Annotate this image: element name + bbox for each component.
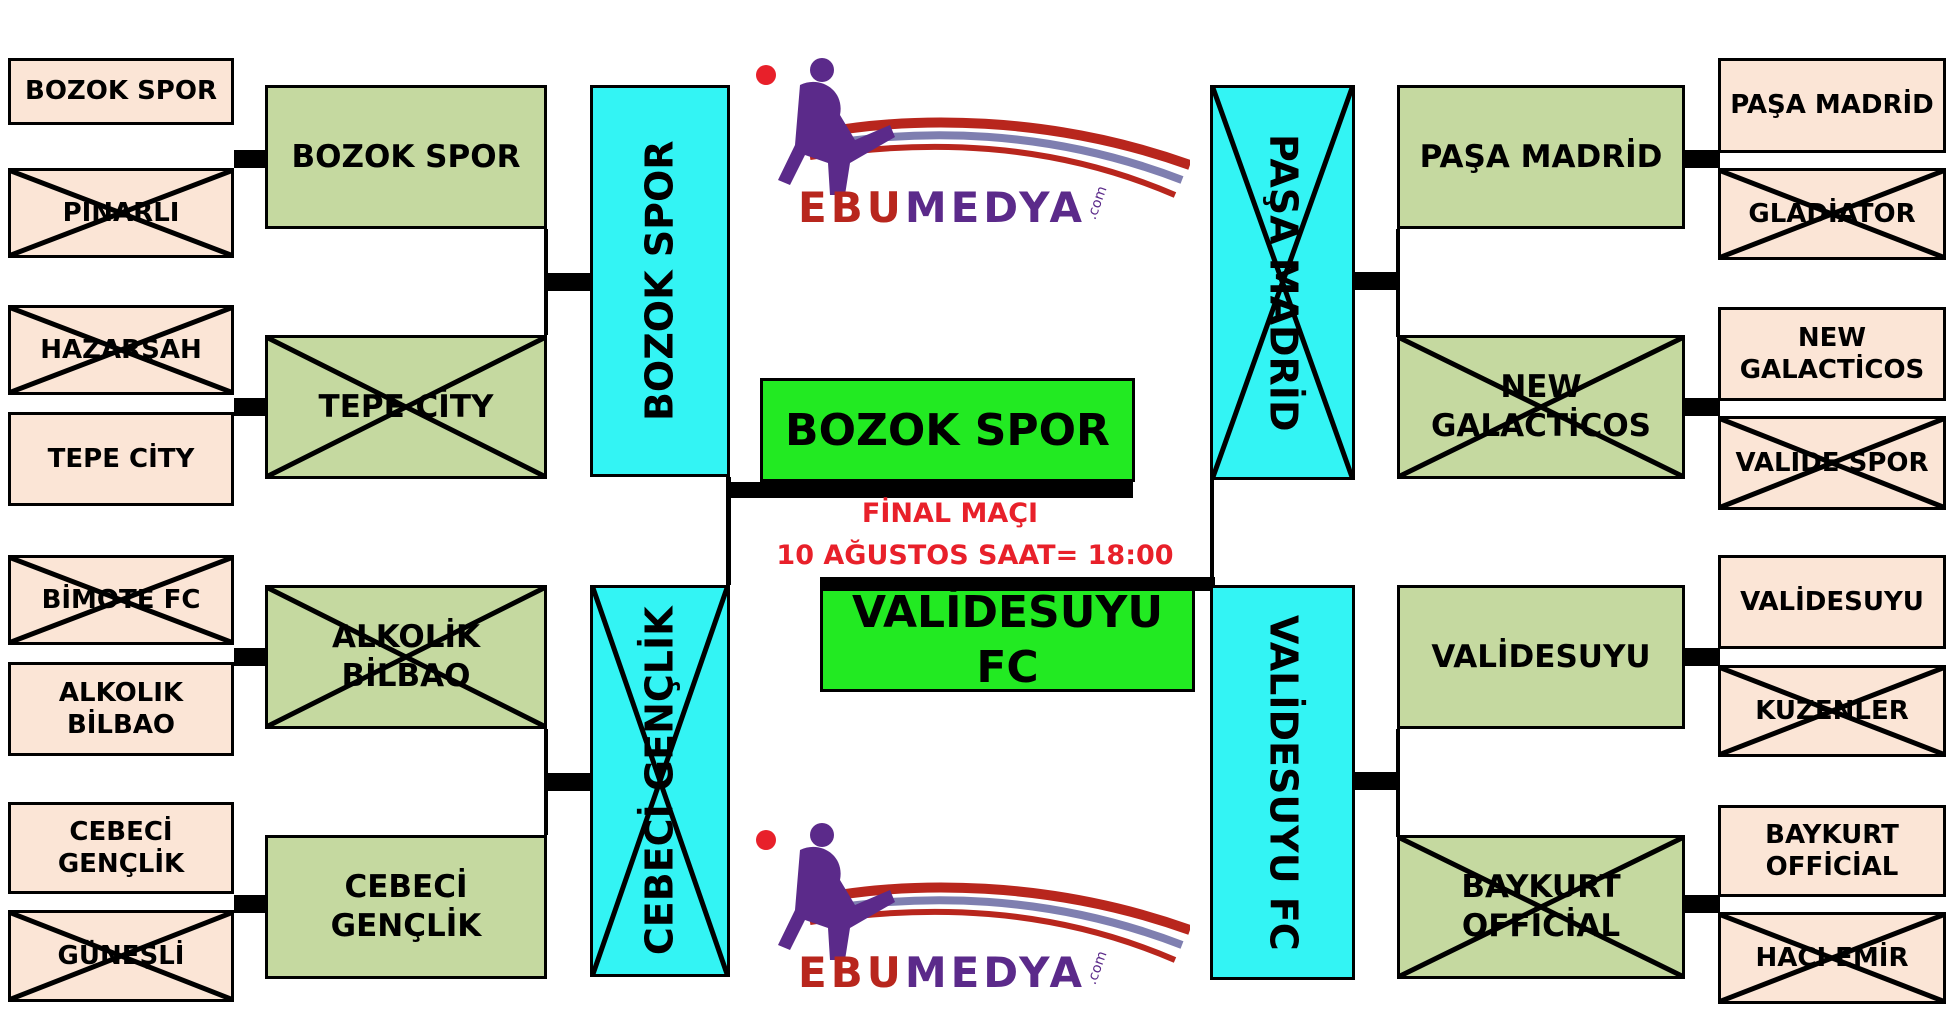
team-box-left-r2-3: ALKOLİK BİLBAO <box>265 585 547 729</box>
connector-line <box>234 398 266 416</box>
team-label: VALİDESUYU FC <box>851 588 1164 692</box>
team-box-right-r2-2: NEW GALACTİCOS <box>1397 335 1685 479</box>
team-label: CEBECİ GENÇLİK <box>330 869 482 944</box>
team-box-left-r1-3: HAZARŞAH <box>8 305 234 395</box>
team-label: PAŞA MADRİD <box>1261 133 1306 432</box>
team-box-right-r2-3: VALİDESUYU <box>1397 585 1685 729</box>
team-label: HAZARŞAH <box>40 334 202 365</box>
team-label: CEBECİ GENÇLİK <box>57 816 185 880</box>
final-schedule: 10 AĞUSTOS SAAT= 18:00 <box>776 540 1174 571</box>
team-box-left-r1-2: PINARLI <box>8 168 234 258</box>
team-label: KUZENLER <box>1755 695 1909 726</box>
team-box-left-r1-1: BOZOK SPOR <box>8 58 234 125</box>
connector-line <box>1396 729 1400 837</box>
team-box-right-r1-5: VALİDESUYU <box>1718 555 1946 649</box>
team-box-right-r1-1: PAŞA MADRİD <box>1718 58 1946 153</box>
connector-line <box>1210 480 1214 585</box>
connector-line <box>728 482 1133 498</box>
connector-line <box>234 895 266 913</box>
team-box-right-r1-2: GLADİATOR <box>1718 168 1946 260</box>
player-kick-icon <box>756 58 1192 198</box>
team-label: TEPE CİTY <box>318 388 494 425</box>
logo-part-1: EBU <box>798 948 905 997</box>
connector-line <box>1685 398 1720 416</box>
team-label: VALİDESUYU <box>1740 586 1924 617</box>
team-box-right-r1-4: VALİDE SPOR <box>1718 416 1946 510</box>
team-box-left-r2-1: BOZOK SPOR <box>265 85 547 229</box>
team-label: ALKOLİK BİLBAO <box>331 619 481 694</box>
connector-line <box>1355 272 1400 290</box>
connector-line <box>234 648 266 666</box>
ebumedya-logo-top: EBUMEDYA .com <box>750 45 1192 245</box>
connector-line <box>234 150 266 168</box>
team-label: GÜNEŞLİ <box>57 940 185 971</box>
team-label: BOZOK SPOR <box>637 140 682 422</box>
team-label: BİMOTE FC <box>41 584 201 615</box>
connector-line <box>1355 772 1400 790</box>
final-team-1: BOZOK SPOR <box>760 378 1135 482</box>
connector-line <box>820 577 1215 591</box>
team-label: NEW GALACTİCOS <box>1430 369 1652 444</box>
team-box-left-r2-2: TEPE CİTY <box>265 335 547 479</box>
team-label: PAŞA MADRİD <box>1419 138 1663 175</box>
team-box-right-r1-3: NEW GALACTİCOS <box>1718 307 1946 401</box>
connector-line <box>1685 150 1720 168</box>
ebumedya-logo-bottom: EBUMEDYA .com <box>750 810 1192 1010</box>
team-box-left-r1-5: BİMOTE FC <box>8 555 234 645</box>
team-label: BAYKURT OFFİCİAL <box>1765 819 1899 883</box>
connector-line <box>547 773 592 791</box>
team-label: HACI EMİR <box>1755 942 1909 973</box>
team-box-right-r3-1: PAŞA MADRİD <box>1210 85 1355 480</box>
team-label: VALİDE SPOR <box>1735 447 1929 478</box>
final-title: FİNAL MAÇI <box>861 498 1039 529</box>
connector-line <box>544 229 548 335</box>
team-label: VALİDESUYU FC <box>1261 614 1306 951</box>
player-kick-icon <box>756 823 1192 963</box>
team-label: ALKOLIK BİLBAO <box>58 677 184 741</box>
connector-line <box>1685 648 1720 666</box>
team-label: PINARLI <box>62 197 180 228</box>
logo-part-2: MEDYA <box>904 948 1087 997</box>
team-label: BOZOK SPOR <box>25 76 217 107</box>
team-label: PAŞA MADRİD <box>1730 90 1934 121</box>
team-box-left-r3-1: BOZOK SPOR <box>590 85 730 477</box>
team-box-right-r2-4: BAYKURT OFFİCİAL <box>1397 835 1685 979</box>
team-label: NEW GALACTİCOS <box>1739 322 1925 386</box>
team-box-right-r1-7: BAYKURT OFFİCİAL <box>1718 805 1946 897</box>
team-label: CEBECİ GENÇLİK <box>637 606 682 956</box>
team-box-left-r1-8: GÜNEŞLİ <box>8 910 234 1002</box>
team-box-left-r1-4: TEPE CİTY <box>8 412 234 506</box>
team-label: GLADİATOR <box>1748 198 1916 229</box>
team-label: BOZOK SPOR <box>785 404 1110 456</box>
team-box-right-r2-1: PAŞA MADRİD <box>1397 85 1685 229</box>
logo-part-2: MEDYA <box>904 183 1087 232</box>
team-box-left-r1-6: ALKOLIK BİLBAO <box>8 662 234 756</box>
final-team-2: VALİDESUYU FC <box>820 588 1195 692</box>
connector-line <box>544 729 548 835</box>
connector-line <box>1685 895 1720 913</box>
team-box-left-r1-7: CEBECİ GENÇLİK <box>8 802 234 894</box>
team-label: TEPE CİTY <box>47 443 195 474</box>
connector-line <box>726 477 731 585</box>
connector-line <box>547 273 592 291</box>
team-label: VALİDESUYU <box>1431 638 1651 675</box>
team-label: BAYKURT OFFİCİAL <box>1461 869 1621 944</box>
team-box-right-r3-2: VALİDESUYU FC <box>1210 585 1355 980</box>
team-box-right-r1-8: HACI EMİR <box>1718 912 1946 1004</box>
team-box-left-r3-2: CEBECİ GENÇLİK <box>590 585 730 977</box>
team-box-left-r2-4: CEBECİ GENÇLİK <box>265 835 547 979</box>
team-box-right-r1-6: KUZENLER <box>1718 665 1946 757</box>
connector-line <box>1396 229 1400 337</box>
logo-part-1: EBU <box>798 183 905 232</box>
team-label: BOZOK SPOR <box>291 138 521 175</box>
